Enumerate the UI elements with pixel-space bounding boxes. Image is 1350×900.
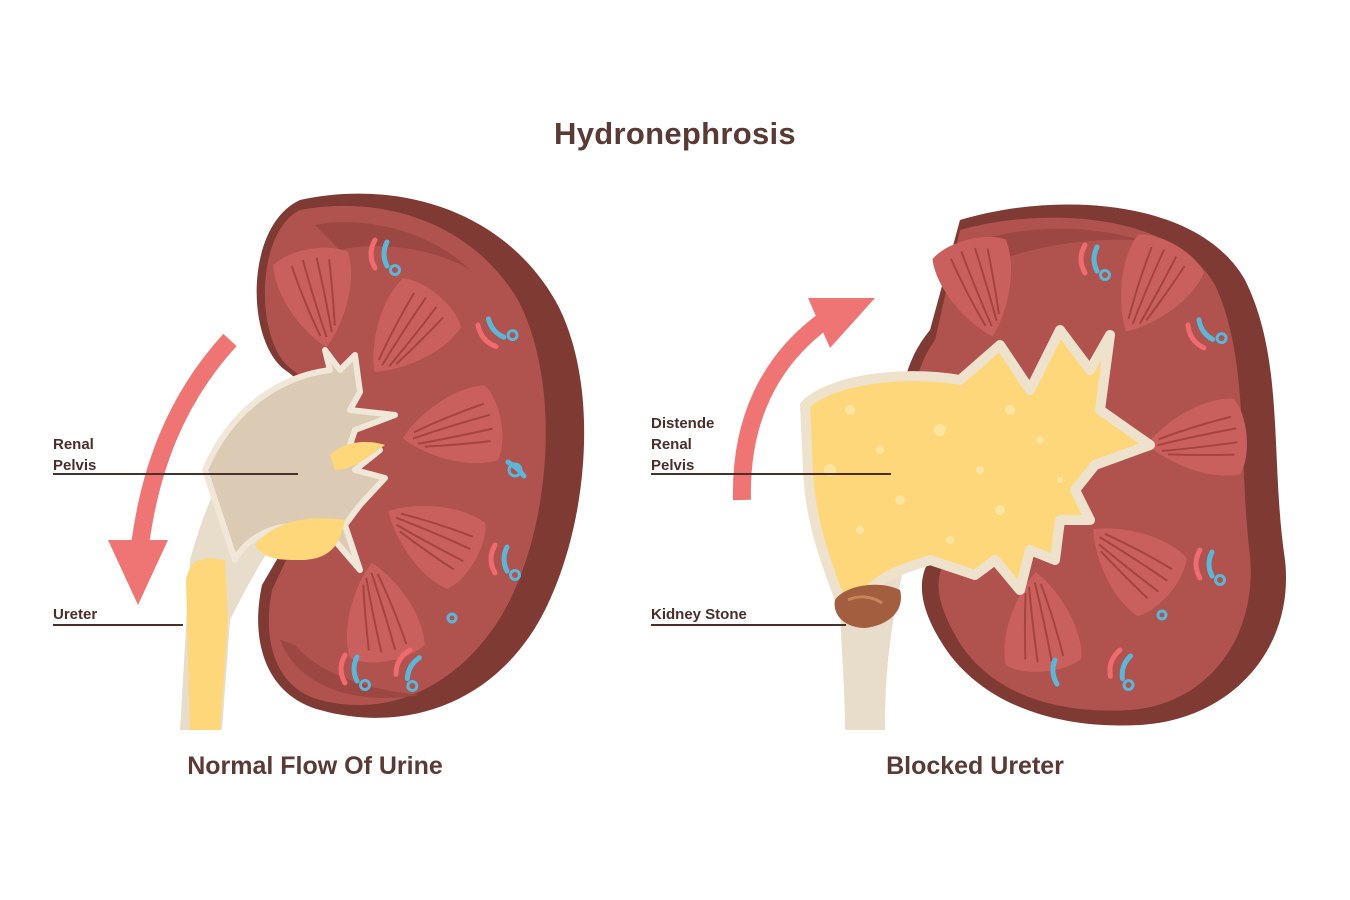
- curved-arrow-down-icon: [108, 333, 237, 605]
- label-renal-pelvis: Renal Pelvis: [53, 436, 97, 474]
- caption-blocked-ureter: Blocked Ureter: [886, 752, 1064, 780]
- normal-kidney: [180, 193, 585, 730]
- leader-renal-pelvis: [53, 473, 298, 475]
- label-ureter: Ureter: [53, 606, 98, 623]
- page-title: Hydronephrosis: [554, 116, 796, 151]
- caption-normal-flow: Normal Flow Of Urine: [187, 752, 443, 780]
- kidney-stone-shape: [834, 584, 901, 628]
- leader-ureter: [53, 624, 183, 626]
- label-kidney-stone: Kidney Stone: [651, 606, 747, 623]
- label-distended-renal-pelvis: Distende Renal Pelvis: [651, 415, 715, 474]
- leader-distended-renal-pelvis: [651, 473, 891, 475]
- curved-arrow-up-icon: [732, 298, 875, 501]
- blocked-kidney: [800, 204, 1287, 730]
- leader-kidney-stone: [651, 624, 846, 626]
